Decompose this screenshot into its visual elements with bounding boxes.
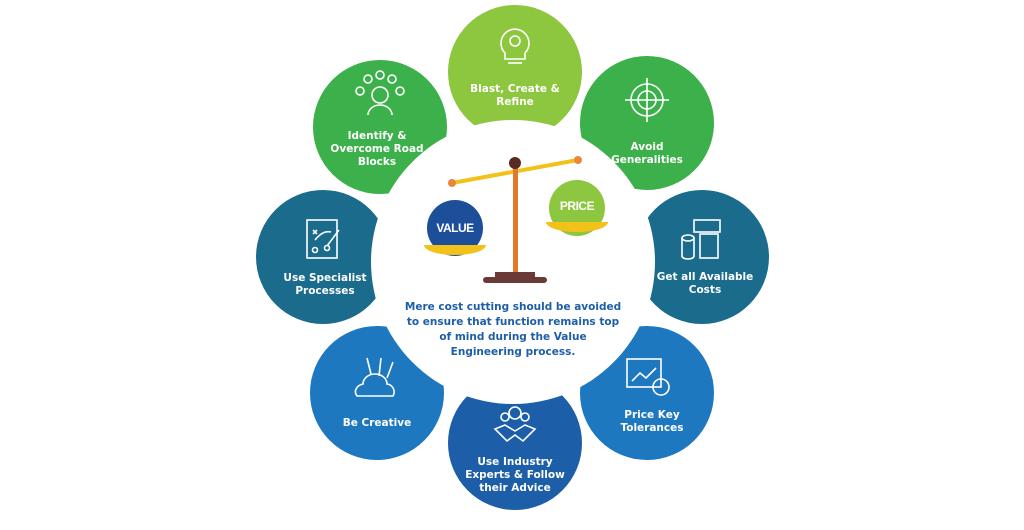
lightbulb-gear-icon	[500, 28, 530, 64]
petal-label-avoid: Avoid Generalities	[611, 141, 683, 166]
price-label: PRICE	[559, 199, 595, 213]
handshake-team-icon	[493, 406, 537, 443]
person-ideas-icon	[355, 70, 405, 116]
petal-label-specialist: Use Specialist Processes	[283, 272, 367, 297]
petal-label-tolerances: Price Key Tolerances	[620, 409, 684, 434]
strategy-board-icon	[306, 219, 340, 259]
petal-label-creative: Be Creative	[342, 417, 412, 429]
petal-label-costs: Get all Available Costs	[656, 271, 754, 296]
petal-label-experts: Use Industry Experts & Follow their Advi…	[465, 456, 565, 494]
value-label: VALUE	[436, 221, 474, 235]
target-icon	[625, 78, 669, 122]
balance-scale-icon	[424, 156, 608, 283]
petal-label-roadblocks: Identify & Overcome Road Blocks	[330, 130, 424, 168]
petal-label-blast: Blast, Create & Refine	[470, 83, 560, 108]
calculator-money-icon	[681, 219, 721, 260]
chart-clock-icon	[626, 358, 670, 396]
art-tools-icon	[354, 357, 395, 397]
value-weight	[427, 200, 483, 256]
center-message: Mere cost cutting should be avoided to e…	[404, 301, 622, 358]
